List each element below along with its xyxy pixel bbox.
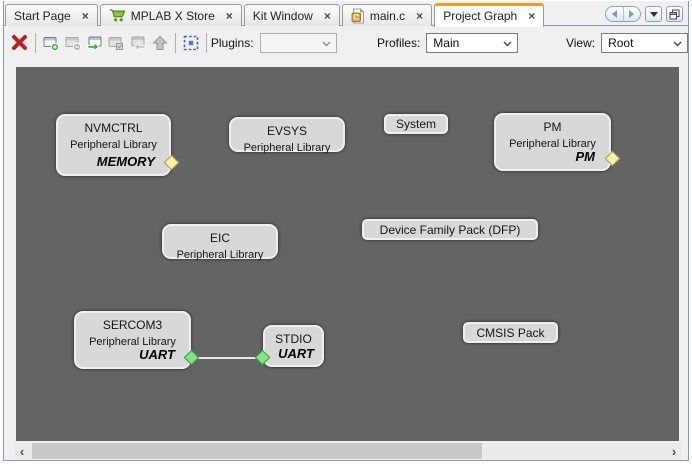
c-file-icon: C [351,7,365,24]
horizontal-scrollbar-thumb[interactable] [32,443,482,459]
chevron-down-icon [673,41,682,46]
edge-sercom3-stdio [192,357,263,359]
chevron-down-icon [649,11,658,17]
close-icon[interactable]: × [528,9,536,23]
node-title: STDIO [275,332,312,346]
left-arrow-icon [611,10,617,18]
node-title: SERCOM3 [102,318,163,332]
tab-label: MPLAB X Store [130,8,215,23]
editor-tab-bar: Start Page × MPLAB X Store × Kit Window … [4,1,688,27]
toolbar-separator [175,32,177,53]
horizontal-scrollbar[interactable]: ‹ › [14,443,682,459]
close-icon[interactable]: × [416,8,424,23]
graph-toolbar: Plugins: Profiles: Main View: Root [4,26,688,59]
toolbar-separator [34,32,36,53]
store-cart-icon [109,8,126,23]
node-tag: UART [278,346,314,361]
profiles-label: Profiles: [376,35,421,50]
node-subtitle: Peripheral Library [509,138,596,150]
node-tag: MEMORY [96,154,155,169]
tab-start-page[interactable]: Start Page × [5,4,98,26]
move-up-button[interactable] [149,31,171,54]
scroll-right-arrow-icon[interactable]: › [671,443,677,459]
graph-node-nvmctrl[interactable]: NVMCTRL Peripheral Library MEMORY [56,114,171,176]
tab-label: main.c [369,8,406,23]
tab-list-dropdown-button[interactable] [645,6,662,22]
node-title: CMSIS Pack [476,325,545,340]
apply-component-button[interactable] [105,31,127,54]
checkbox-window-icon-disabled [108,36,124,50]
graph-node-eic[interactable]: EIC Peripheral Library [162,224,278,261]
add-component-button[interactable] [40,31,62,54]
tab-scroll-buttons [605,6,641,22]
profiles-value: Main [433,35,460,50]
revert-component-button[interactable] [127,31,149,54]
toolbar-separator [205,32,207,53]
chevron-down-icon [322,41,331,46]
remove-window-icon-disabled [65,36,81,51]
tab-label: Project Graph [443,9,518,23]
restore-window-icon [669,9,680,19]
node-title: EVSYS [266,124,308,138]
node-tag: PM [575,149,596,164]
project-graph-canvas[interactable]: NVMCTRL Peripheral Library MEMORY EVSYS … [16,67,679,441]
tab-label: Kit Window [252,8,313,23]
graph-node-cmsis-pack[interactable]: CMSIS Pack [463,322,558,343]
scroll-left-arrow-icon[interactable]: ‹ [19,443,25,459]
fit-view-icon [183,35,199,50]
graph-node-system[interactable]: System [384,114,448,134]
tab-label: Start Page [14,8,71,23]
profiles-dropdown[interactable]: Main [426,32,518,53]
up-arrow-icon-disabled [152,35,168,50]
fit-to-view-button[interactable] [180,31,202,54]
delete-button[interactable] [9,31,31,54]
view-dropdown[interactable]: Root [601,32,688,53]
tab-project-graph[interactable]: Project Graph × [434,3,545,27]
right-arrow-icon [629,10,635,18]
graph-node-dfp[interactable]: Device Family Pack (DFP) [362,219,538,240]
node-tag: UART [139,347,175,362]
delete-icon [12,35,28,50]
node-title: EIC [209,231,230,245]
close-icon[interactable]: × [225,8,233,23]
import-window-icon [87,36,102,51]
node-title: Device Family Pack (DFP) [379,222,521,237]
project-graph-panel: Start Page × MPLAB X Store × Kit Window … [3,1,689,461]
node-subtitle: Peripheral Library [176,249,264,261]
node-title: PM [543,120,562,134]
import-component-button[interactable] [84,31,106,54]
graph-node-evsys[interactable]: EVSYS Peripheral Library [229,117,345,154]
back-window-icon-disabled [131,36,146,51]
view-value: Root [608,35,634,50]
node-title: System [395,117,436,131]
close-icon[interactable]: × [323,8,331,23]
tab-main-c[interactable]: C main.c × [341,4,433,26]
graph-node-pm[interactable]: PM Peripheral Library PM [494,113,611,171]
chevron-down-icon [503,41,512,46]
close-icon[interactable]: × [81,8,89,23]
add-window-icon [43,36,59,51]
tab-kit-window[interactable]: Kit Window × [243,4,340,26]
node-subtitle: Peripheral Library [89,336,176,348]
node-title: NVMCTRL [84,121,143,135]
plugins-dropdown[interactable] [259,32,337,53]
scroll-tabs-right-button[interactable] [624,7,641,21]
maximize-window-button[interactable] [666,6,683,22]
node-subtitle: Peripheral Library [243,142,331,154]
tab-mplab-x-store[interactable]: MPLAB X Store × [99,4,242,26]
plugins-label: Plugins: [210,35,254,50]
view-label: View: [565,35,596,50]
graph-node-stdio[interactable]: STDIO UART [263,325,324,367]
node-subtitle: Peripheral Library [70,139,157,151]
scroll-tabs-left-button[interactable] [606,7,624,21]
remove-component-button[interactable] [62,31,84,54]
svg-text:C: C [353,12,359,21]
graph-node-sercom3[interactable]: SERCOM3 Peripheral Library UART [74,311,191,369]
